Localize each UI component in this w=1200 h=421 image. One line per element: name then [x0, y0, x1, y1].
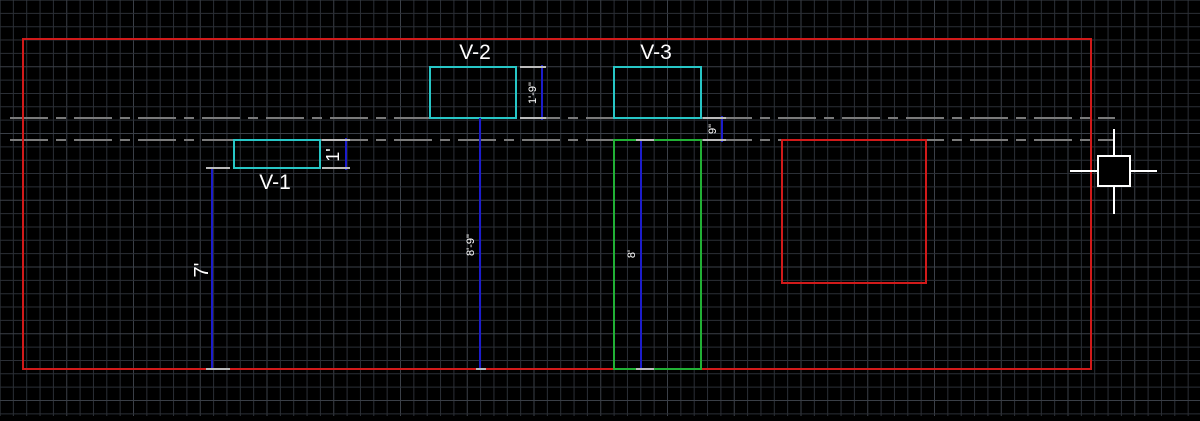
window-v2[interactable] — [429, 66, 517, 119]
dim-text-door-height: 8' — [626, 250, 638, 258]
window-label-v2: V-2 — [459, 41, 491, 64]
dim-text-v2-sill: 8'-9" — [465, 234, 477, 256]
dim-text-v1-sill: 7' — [191, 263, 213, 278]
dim-text-v3-gap: 9" — [707, 124, 719, 134]
dim-text-v1-height: 1' — [323, 148, 343, 161]
door-outline[interactable] — [613, 139, 702, 370]
dim-text-v2-height: 1'-9" — [527, 82, 539, 104]
window-label-v3: V-3 — [640, 41, 672, 64]
cad-crosshair-cursor-icon — [1070, 129, 1157, 214]
red-opening-rect[interactable] — [781, 139, 927, 284]
window-v3[interactable] — [613, 66, 702, 119]
wall-outline[interactable] — [22, 38, 1092, 370]
window-v1[interactable] — [233, 139, 321, 169]
window-label-v1: V-1 — [259, 171, 291, 194]
